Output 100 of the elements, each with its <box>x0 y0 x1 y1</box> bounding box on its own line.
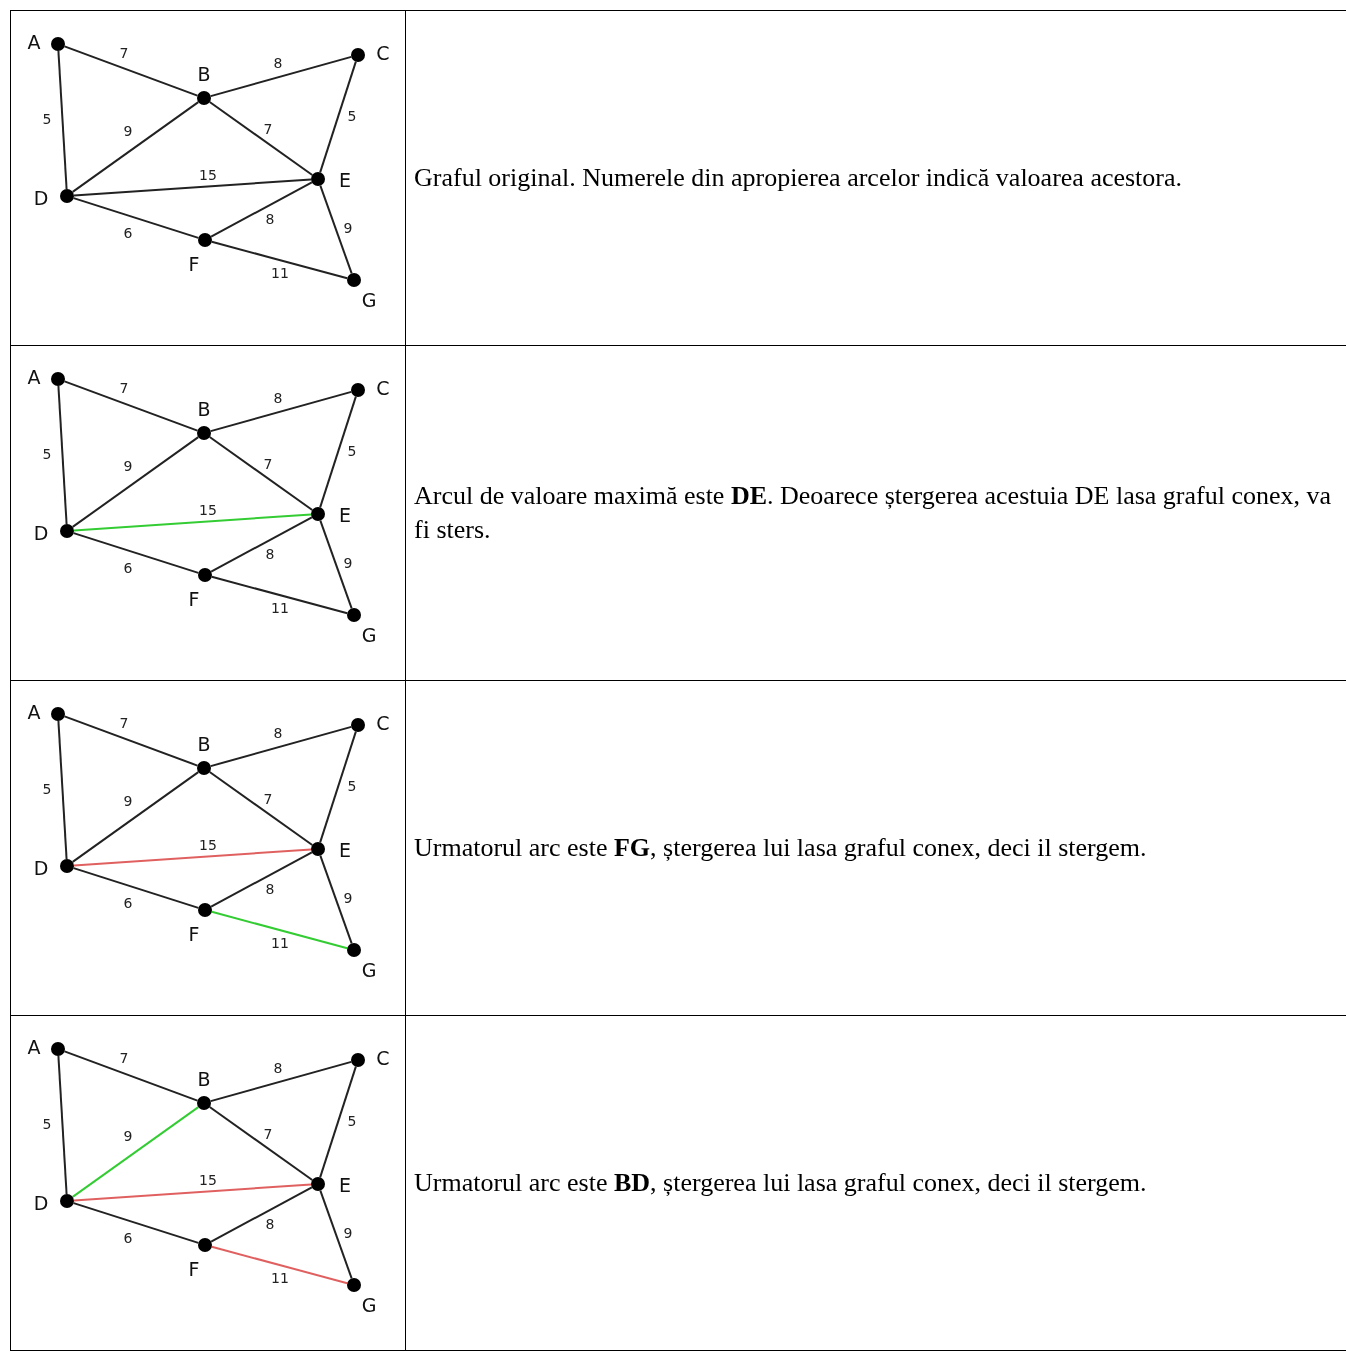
edge-weight: 5 <box>42 1117 52 1131</box>
vertex-dot <box>51 37 65 51</box>
vertex-dot <box>351 383 365 397</box>
vertex-label: E <box>339 170 351 190</box>
edge-weight: 5 <box>42 782 52 796</box>
vertex-dot <box>347 943 361 957</box>
edge-weight: 7 <box>119 716 129 730</box>
vertex-label: A <box>27 367 41 387</box>
graph-edge <box>57 50 68 190</box>
edge-weight: 7 <box>263 457 273 471</box>
edge-weight: 7 <box>263 1127 273 1141</box>
vertex-label: F <box>188 589 200 609</box>
vertex-label: G <box>361 290 377 310</box>
graph-edge <box>57 385 68 525</box>
graph-edge <box>63 1050 199 1102</box>
vertex-label: E <box>339 840 351 860</box>
edge-weight: 5 <box>347 1114 357 1128</box>
vertex-dot <box>347 1278 361 1292</box>
vertex-label: D <box>33 858 49 878</box>
edge-weight: 6 <box>123 561 133 575</box>
edge-weight: 7 <box>119 1051 129 1065</box>
graph-edge <box>63 45 199 97</box>
vertex-label: G <box>361 1295 377 1315</box>
vertex-dot <box>51 1042 65 1056</box>
edge-weight: 7 <box>263 792 273 806</box>
vertex-label: G <box>361 960 377 980</box>
vertex-label: C <box>376 378 390 398</box>
graph-edge <box>319 730 357 844</box>
vertex-dot <box>198 568 212 582</box>
graph-edge <box>210 1245 349 1285</box>
graph-edge <box>210 516 313 573</box>
graph-edge <box>208 1106 314 1181</box>
edge-weight: 8 <box>265 1217 275 1231</box>
description-text: Urmatorul arc este FG, ștergerea lui lasa graful conex, deci il stergem. <box>414 831 1147 864</box>
edge-weight: 5 <box>347 444 357 458</box>
edge-weight: 9 <box>343 556 353 570</box>
graph-edge <box>210 910 349 950</box>
vertex-dot <box>197 426 211 440</box>
graph-edge <box>63 380 199 432</box>
vertex-dot <box>51 372 65 386</box>
edge-weight: 8 <box>265 882 275 896</box>
edge-weight: 9 <box>123 459 133 473</box>
vertex-dot <box>198 903 212 917</box>
graph-edge <box>71 436 200 528</box>
edge-weight: 7 <box>119 46 129 60</box>
edge-weight: 11 <box>271 601 289 615</box>
vertex-label: B <box>197 399 211 419</box>
edge-weight: 15 <box>199 168 217 182</box>
edge-weight: 15 <box>199 838 217 852</box>
vertex-label: F <box>188 1259 200 1279</box>
edge-weight: 11 <box>271 936 289 950</box>
vertex-dot <box>351 48 365 62</box>
edge-weight: 9 <box>123 794 133 808</box>
vertex-label: D <box>33 188 49 208</box>
edge-weight: 6 <box>123 1231 133 1245</box>
graph-edge <box>71 101 200 193</box>
edge-weight: 6 <box>123 226 133 240</box>
graph-edge <box>57 720 68 860</box>
vertex-label: C <box>376 1048 390 1068</box>
edge-weight: 7 <box>119 381 129 395</box>
graph-edge <box>319 519 353 610</box>
description-text: Urmatorul arc este BD, ștergerea lui lasa graful conex, deci il stergem. <box>414 1166 1147 1199</box>
graph-edge <box>72 197 200 239</box>
vertex-dot <box>60 1194 74 1208</box>
edge-weight: 8 <box>273 1061 283 1075</box>
vertex-dot <box>347 273 361 287</box>
edge-weight: 8 <box>265 212 275 226</box>
edge-weight: 15 <box>199 1173 217 1187</box>
vertex-label: D <box>33 1193 49 1213</box>
vertex-dot <box>197 761 211 775</box>
vertex-dot <box>60 859 74 873</box>
vertex-dot <box>311 842 325 856</box>
edge-weight: 11 <box>271 1271 289 1285</box>
graph-edge <box>73 848 312 867</box>
vertex-dot <box>197 1096 211 1110</box>
graph-edge <box>319 1189 353 1280</box>
graph-edge <box>210 851 313 908</box>
description-text: Arcul de valoare maximă este DE. Deoarece ștergerea acestuia DE lasa graful conex, va fi sters. <box>414 479 1333 546</box>
edge-weight: 8 <box>273 391 283 405</box>
vertex-label: C <box>376 43 390 63</box>
vertex-dot <box>60 524 74 538</box>
vertex-label: E <box>339 1175 351 1195</box>
edge-weight: 5 <box>347 779 357 793</box>
vertex-dot <box>197 91 211 105</box>
graph-edge <box>319 60 357 174</box>
vertex-label: B <box>197 734 211 754</box>
graph-edge <box>208 436 314 511</box>
vertex-label: B <box>197 64 211 84</box>
graph-edge <box>210 575 349 615</box>
graph-edge <box>208 101 314 176</box>
graph-edge <box>72 1202 200 1244</box>
graph-edge <box>73 178 312 197</box>
vertex-label: C <box>376 713 390 733</box>
vertex-label: F <box>188 254 200 274</box>
graph-edge <box>209 55 353 98</box>
vertex-label: A <box>27 702 41 722</box>
edge-weight: 9 <box>343 891 353 905</box>
edge-weight: 8 <box>265 547 275 561</box>
vertex-label: G <box>361 625 377 645</box>
edge-weight: 8 <box>273 726 283 740</box>
